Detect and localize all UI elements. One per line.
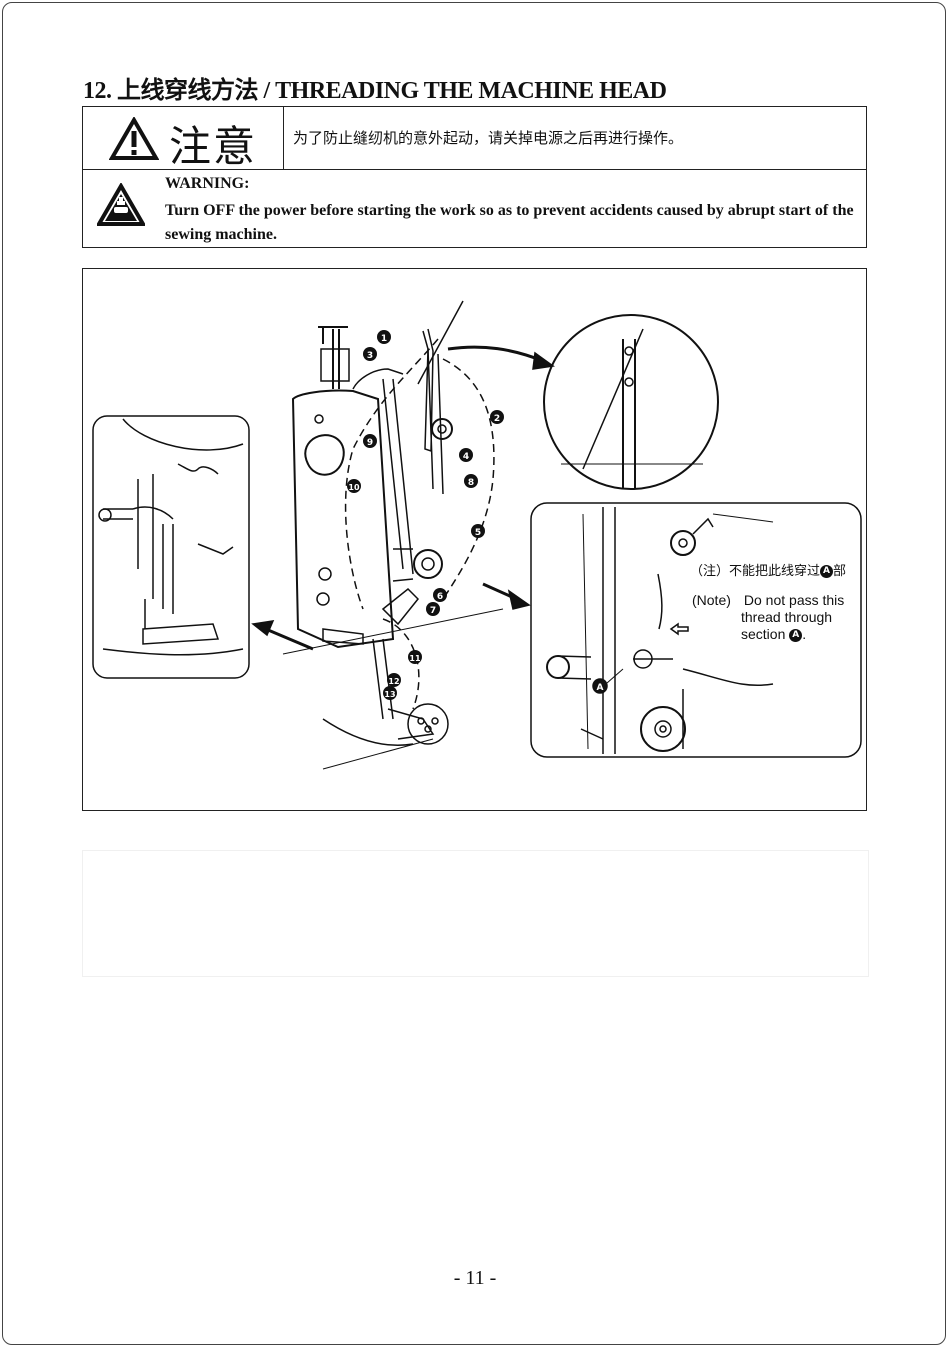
note-cn-badge: A (820, 565, 834, 578)
section-a-marker: A (597, 683, 604, 693)
callout-7: 7 (430, 606, 436, 616)
callout-13: 13 (384, 690, 395, 699)
callout-1: 1 (381, 334, 387, 344)
safety-warning-box: 注意 为了防止缝纫机的意外起动，请关掉电源之后再进行操作。 WARNING: T… (82, 106, 867, 248)
section-heading: 12. 上线穿线方法 / THREADING THE MACHINE HEAD (83, 78, 667, 104)
note-en-line1: Do not pass this (743, 592, 845, 608)
caution-row: 注意 为了防止缝纫机的意外起动，请关掉电源之后再进行操作。 (83, 107, 866, 171)
faint-empty-area (82, 850, 869, 977)
note-en-badge: A (789, 628, 803, 642)
hand-hazard-icon (97, 183, 145, 226)
warning-text: Turn OFF the power before starting the w… (165, 202, 854, 243)
callout-11: 11 (409, 654, 421, 663)
caution-title: 注意 (169, 122, 258, 171)
note-en-line3-prefix: section (741, 626, 786, 642)
callout-3: 3 (367, 351, 373, 361)
callout-badges: 1 2 3 4 5 6 7 8 9 10 11 12 13 (347, 330, 504, 700)
note-en-label: (Note) (692, 592, 731, 608)
warning-label: WARNING: (165, 175, 250, 192)
note-en-line3-suffix: . (802, 626, 807, 642)
note-english: (Note) Do not pass this thread through s… (692, 592, 844, 643)
callout-9: 9 (367, 438, 373, 448)
caution-triangle-icon (109, 117, 159, 160)
callout-2: 2 (494, 414, 500, 424)
callout-8: 8 (468, 478, 474, 488)
page-number: - 11 - (453, 1267, 497, 1289)
note-cn-suffix: 部 (833, 564, 847, 579)
note-cn-prefix: （注）不能把此线穿过 (690, 564, 821, 579)
caution-text: 为了防止缝纫机的意外起动，请关掉电源之后再进行操作。 (293, 131, 684, 147)
callout-4: 4 (463, 452, 469, 462)
sewing-machine-illustration: A 1 2 3 4 5 6 7 8 9 10 11 12 13 (92, 300, 862, 770)
callout-10: 10 (348, 483, 360, 492)
callout-12: 12 (388, 677, 399, 686)
callout-6: 6 (437, 592, 443, 602)
callout-5: 5 (475, 528, 481, 538)
note-en-line2: thread through (741, 609, 833, 625)
threading-diagram: A 1 2 3 4 5 6 7 8 9 10 11 12 13 (82, 268, 867, 811)
caution-title-cell: 注意 (83, 107, 284, 171)
